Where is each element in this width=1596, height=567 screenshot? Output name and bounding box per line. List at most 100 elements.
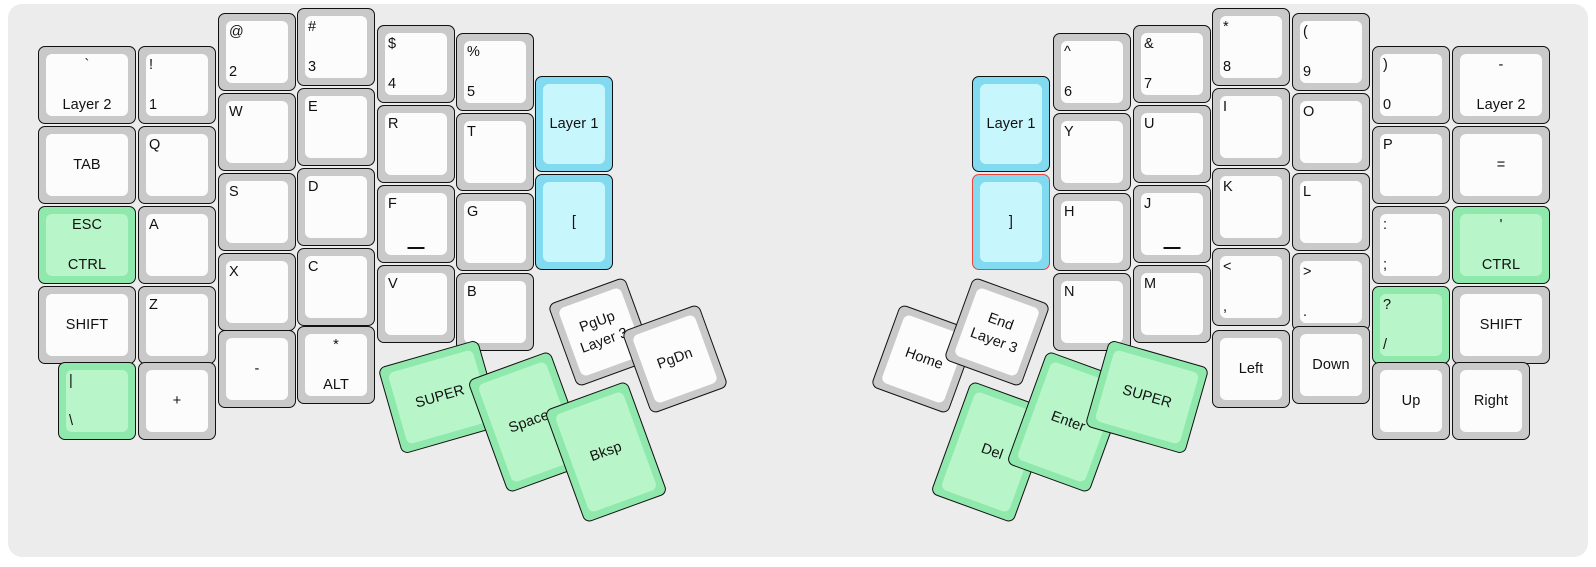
key-q[interactable]: Q: [138, 126, 216, 204]
key-i[interactable]: I: [1212, 88, 1290, 166]
key-alt-label-bottom: ALT: [323, 376, 349, 393]
key-t-label: T: [467, 124, 476, 140]
key-shift-right[interactable]: SHIFT: [1452, 286, 1550, 364]
key-t[interactable]: T: [456, 113, 534, 191]
key-d-cap: [305, 176, 367, 238]
key-f[interactable]: F: [377, 185, 455, 263]
key-pipe-backslash[interactable]: |\: [58, 362, 136, 440]
key-3[interactable]: #3: [297, 8, 375, 86]
key-4-label-bottom: 4: [388, 75, 397, 92]
key-g-label: G: [467, 204, 479, 220]
key-a[interactable]: A: [138, 206, 216, 284]
key-y-label: Y: [1064, 124, 1074, 140]
key-h[interactable]: H: [1053, 193, 1131, 271]
key-r[interactable]: R: [377, 105, 455, 183]
key-4[interactable]: $4: [377, 25, 455, 103]
key-8-label-bottom: 8: [1223, 58, 1232, 75]
key-0-cap: [1380, 54, 1442, 116]
key-alt[interactable]: *ALT: [297, 326, 375, 404]
key-w[interactable]: W: [218, 93, 296, 171]
key-g[interactable]: G: [456, 193, 534, 271]
key-plus[interactable]: +: [138, 362, 216, 440]
key-y[interactable]: Y: [1053, 113, 1131, 191]
key-q-label: Q: [149, 137, 161, 153]
key-equal[interactable]: =: [1452, 126, 1550, 204]
key-layer2-grave[interactable]: ` Layer 2: [38, 46, 136, 124]
key-layer1-left[interactable]: Layer 1: [535, 76, 613, 172]
key-equal-cap: [1460, 134, 1542, 196]
key-d[interactable]: D: [297, 168, 375, 246]
key-l[interactable]: L: [1292, 173, 1370, 251]
key-up-arrow-label: Up: [1401, 392, 1421, 409]
key-bracket-right[interactable]: ]: [972, 174, 1050, 270]
key-c[interactable]: C: [297, 248, 375, 326]
key-quote-ctrl-label-bottom: CTRL: [1481, 256, 1521, 273]
key-1-label-top: !: [149, 57, 154, 73]
key-layer2-grave-label-bottom: Layer 2: [62, 96, 112, 113]
key-f-label: F: [388, 196, 397, 212]
key-0[interactable]: )0: [1372, 46, 1450, 124]
key-a-label: A: [149, 217, 159, 233]
key-s[interactable]: S: [218, 173, 296, 251]
key-h-label: H: [1064, 204, 1075, 220]
key-k[interactable]: K: [1212, 168, 1290, 246]
key-slash[interactable]: ?/: [1372, 286, 1450, 364]
key-e-label: E: [308, 99, 318, 115]
key-j-homing-bar: [1163, 247, 1181, 249]
key-period-label-top: >: [1303, 264, 1312, 280]
key-v[interactable]: V: [377, 265, 455, 343]
key-0-label-top: ): [1383, 57, 1388, 73]
key-left-arrow[interactable]: Left: [1212, 330, 1290, 408]
key-down-arrow[interactable]: Down: [1292, 326, 1370, 404]
key-semicolon[interactable]: :;: [1372, 206, 1450, 284]
key-z-cap: [146, 294, 208, 356]
key-layer2-grave-label-top: `: [84, 57, 90, 73]
key-7-label-bottom: 7: [1144, 75, 1153, 92]
key-period-label-bottom: .: [1303, 303, 1308, 320]
key-period[interactable]: >.: [1292, 253, 1370, 331]
key-comma-label-bottom: ,: [1223, 298, 1228, 315]
key-j[interactable]: J: [1133, 185, 1211, 263]
key-b[interactable]: B: [456, 273, 534, 351]
key-right-arrow[interactable]: Right: [1452, 362, 1530, 440]
key-9[interactable]: (9: [1292, 13, 1370, 91]
key-n[interactable]: N: [1053, 273, 1131, 351]
key-layer1-right[interactable]: Layer 1: [972, 76, 1050, 172]
key-z-label: Z: [149, 297, 158, 313]
key-y-cap: [1061, 121, 1123, 183]
key-6[interactable]: ^6: [1053, 33, 1131, 111]
key-esc-ctrl-cap: [46, 214, 128, 276]
key-esc-ctrl-label-bottom: CTRL: [67, 256, 107, 273]
key-up-arrow[interactable]: Up: [1372, 362, 1450, 440]
key-7[interactable]: &7: [1133, 25, 1211, 103]
key-minus-cap: [226, 338, 288, 400]
key-9-label-top: (: [1303, 24, 1308, 40]
key-n-cap: [1061, 281, 1123, 343]
key-s-label: S: [229, 184, 239, 200]
key-z[interactable]: Z: [138, 286, 216, 364]
key-quote-ctrl[interactable]: 'CTRL: [1452, 206, 1550, 284]
key-o[interactable]: O: [1292, 93, 1370, 171]
key-bracket-left-cap: [543, 182, 605, 262]
key-u[interactable]: U: [1133, 105, 1211, 183]
key-5[interactable]: %5: [456, 33, 534, 111]
key-8[interactable]: *8: [1212, 8, 1290, 86]
key-2[interactable]: @2: [218, 13, 296, 91]
key-bracket-left[interactable]: [: [535, 174, 613, 270]
key-minus[interactable]: -: [218, 330, 296, 408]
key-layer2-minus[interactable]: -Layer 2: [1452, 46, 1550, 124]
key-x[interactable]: X: [218, 253, 296, 331]
key-comma[interactable]: <,: [1212, 248, 1290, 326]
key-p[interactable]: P: [1372, 126, 1450, 204]
key-shift[interactable]: SHIFT: [38, 286, 136, 364]
key-layer1-left-label: Layer 1: [549, 115, 599, 132]
key-layer2-minus-label-bottom: Layer 2: [1476, 96, 1526, 113]
key-9-label-bottom: 9: [1303, 63, 1312, 80]
key-tab-label: TAB: [73, 156, 101, 173]
key-e[interactable]: E: [297, 88, 375, 166]
key-1[interactable]: !1: [138, 46, 216, 124]
key-tab[interactable]: TAB: [38, 126, 136, 204]
key-m[interactable]: M: [1133, 265, 1211, 343]
key-9-cap: [1300, 21, 1362, 83]
